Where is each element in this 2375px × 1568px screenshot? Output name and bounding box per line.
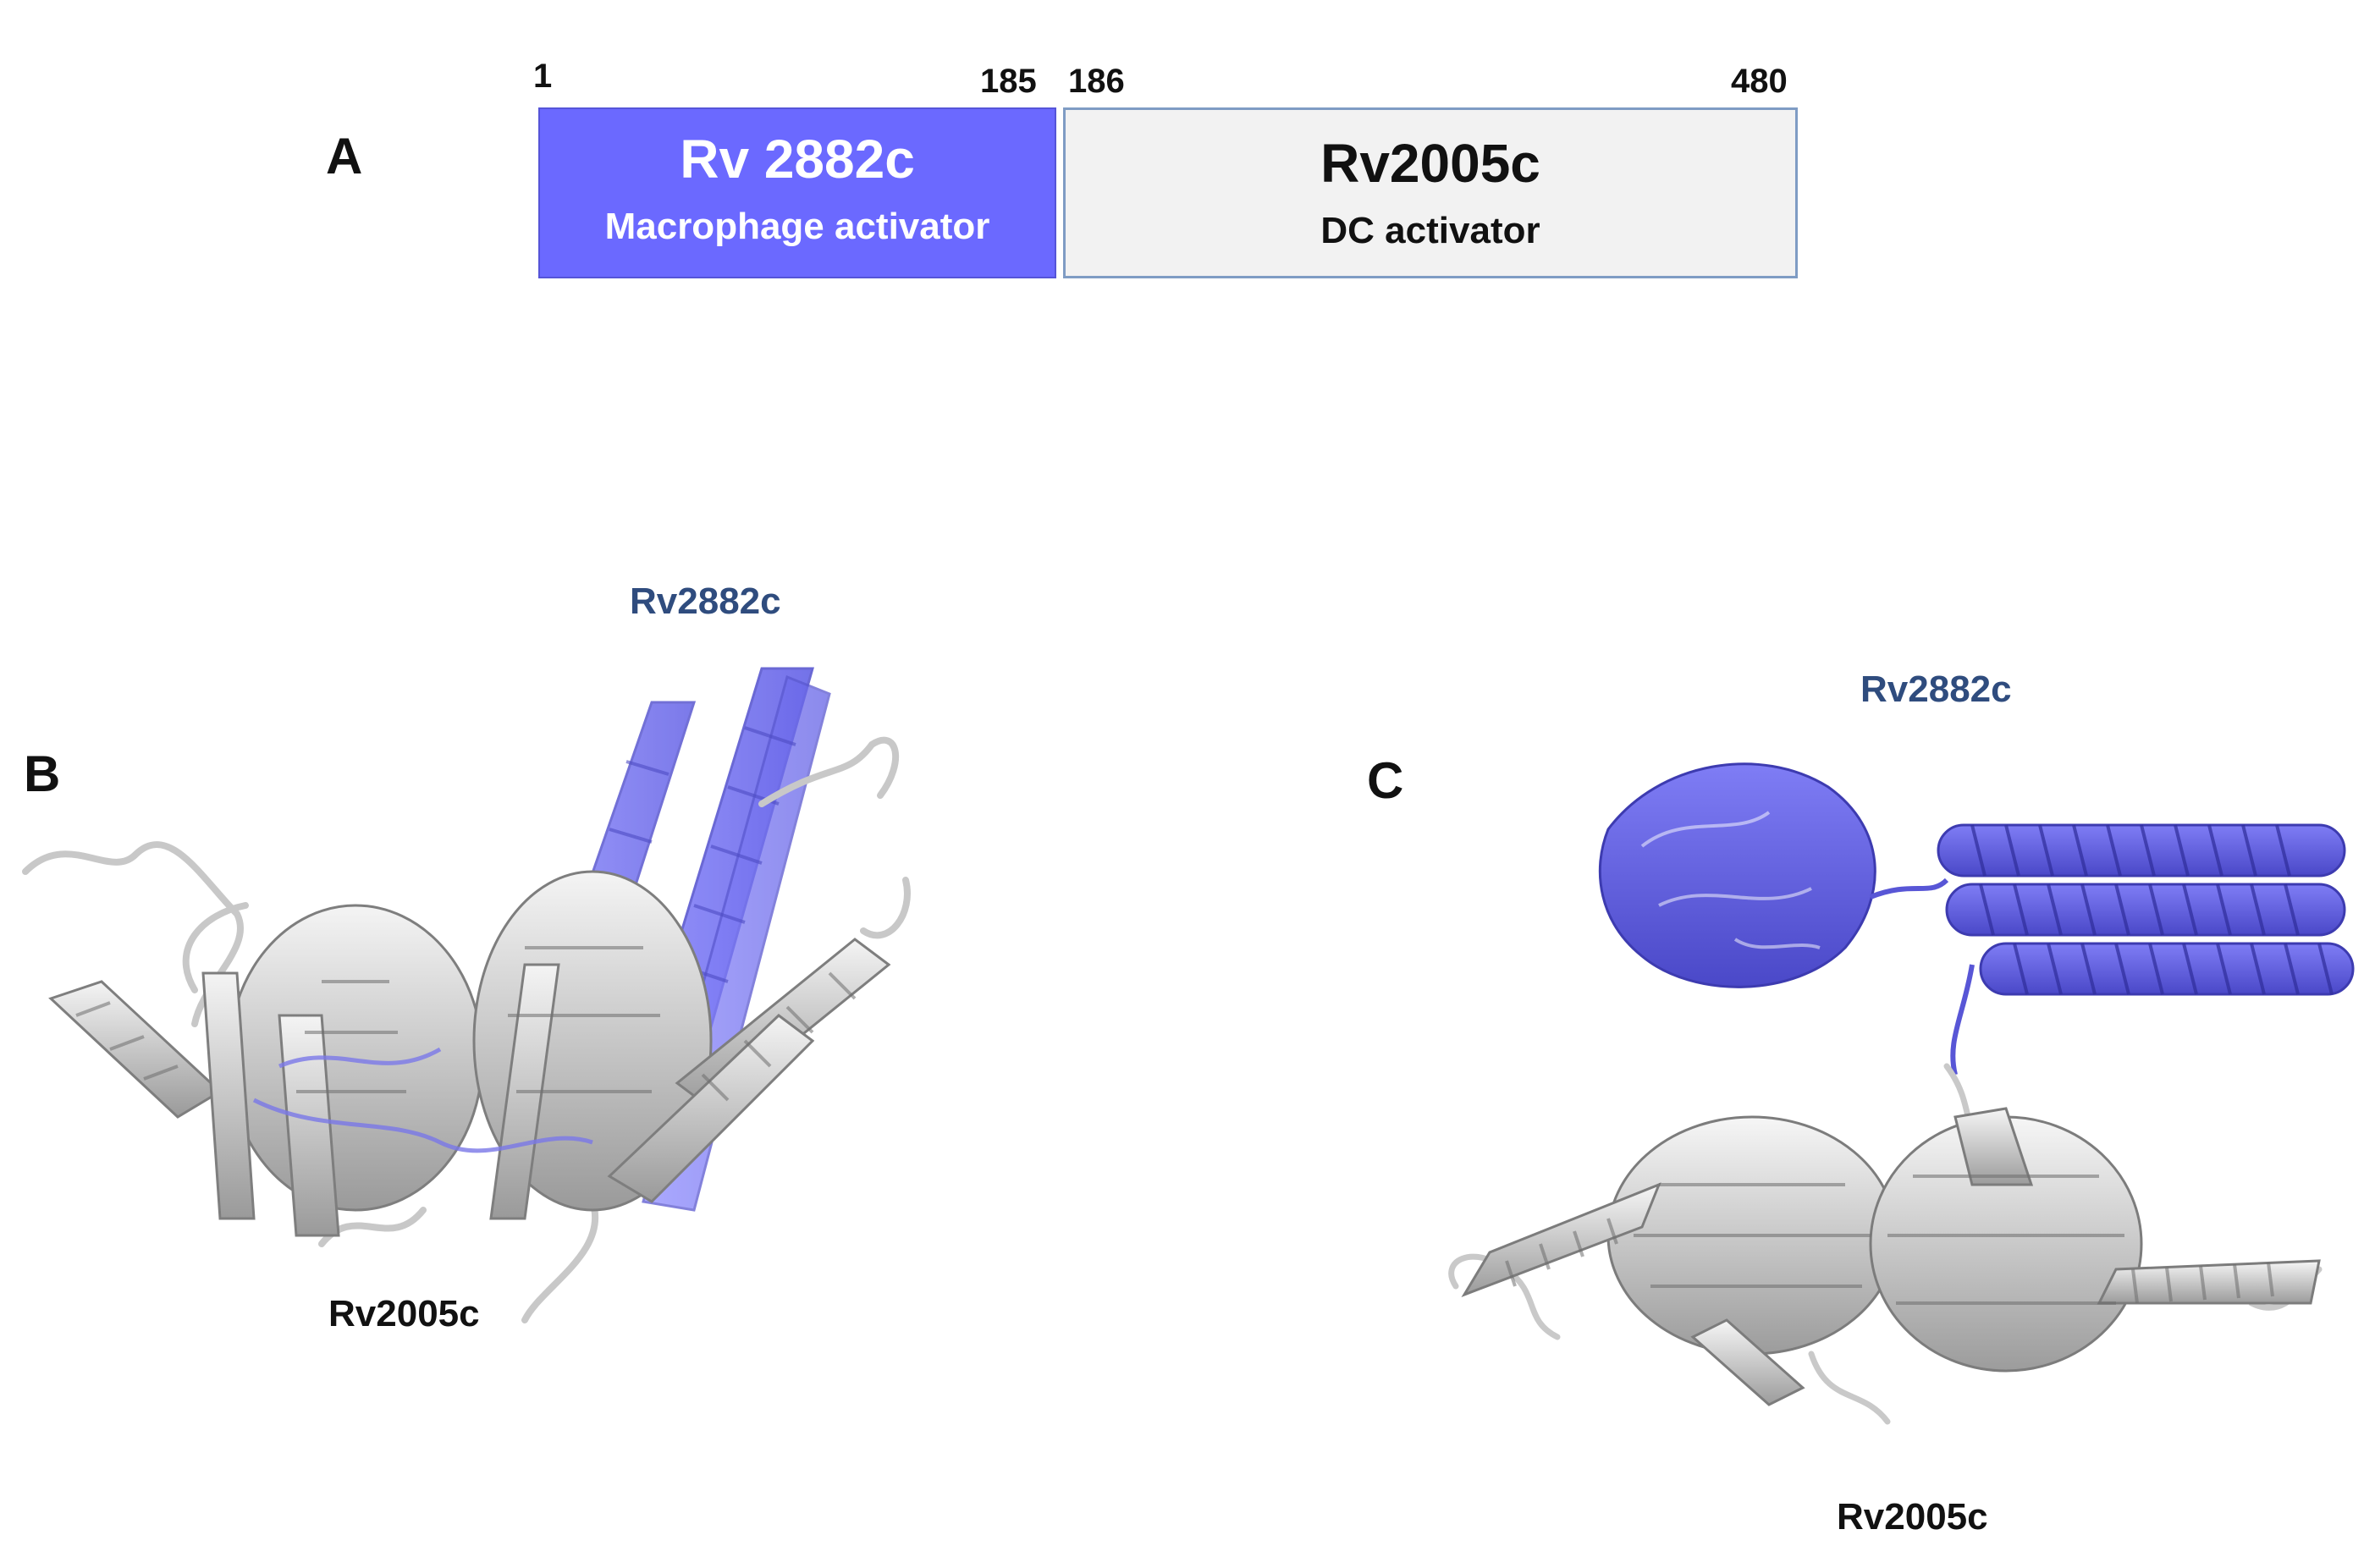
panel-b-rv2882c-label: Rv2882c <box>630 580 781 622</box>
residue-end-1: 185 <box>980 63 1037 100</box>
panel-c-grey-stripes <box>1505 1175 2274 1305</box>
panel-c-blue-helices <box>1937 823 2355 996</box>
domain-rv2882c-subtitle: Macrophage activator <box>604 206 990 247</box>
panel-b-grey-loops <box>22 736 911 1323</box>
domain-rv2005c-subtitle: DC activator <box>1320 210 1540 251</box>
panel-c-letter: C <box>1367 752 1404 809</box>
panel-c-rv2005c-label: Rv2005c <box>1837 1496 1988 1538</box>
panel-b-letter: B <box>24 745 61 802</box>
domain-rv2882c-title: Rv 2882c <box>680 129 915 190</box>
panel-c-blue-globule-detail <box>1640 811 1821 949</box>
panel-c-blue-helix-coils <box>1970 824 2334 995</box>
residue-start-2: 186 <box>1068 63 1125 100</box>
panel-a-letter: A <box>326 128 363 184</box>
panel-b-rv2005c-label: Rv2005c <box>328 1293 480 1334</box>
panel-c-blue-linker <box>1869 878 1975 1076</box>
panel-b-grey-stripes <box>75 946 857 1102</box>
domain-rv2005c-title: Rv2005c <box>1320 133 1540 194</box>
panel-c-grey-domain <box>1461 1107 2321 1406</box>
panel-b-grey-domain <box>48 870 891 1237</box>
residue-start-1: 1 <box>533 58 553 95</box>
residue-end-2: 480 <box>1731 63 1788 100</box>
domain-rv2882c-box: Rv 2882c Macrophage activator <box>538 107 1056 278</box>
panel-c-rv2882c-label: Rv2882c <box>1860 668 2012 710</box>
panel-b-blue-coil <box>252 1047 593 1153</box>
domain-rv2005c-box: Rv2005c DC activator <box>1063 107 1798 278</box>
panel-c-blue-globule <box>1598 762 1876 988</box>
